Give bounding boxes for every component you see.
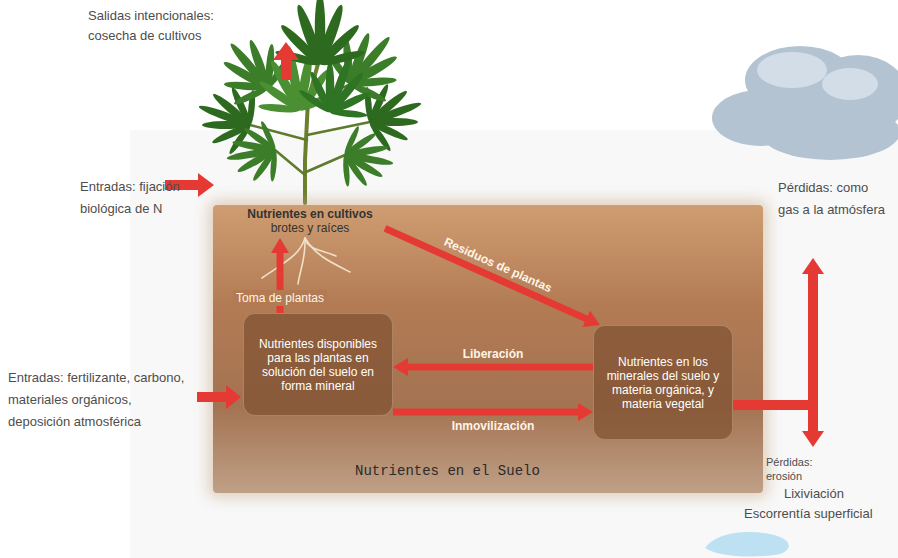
arrow-shaft bbox=[405, 364, 593, 371]
annotation-label: Entradas: fertilizante, carbono, materia… bbox=[8, 367, 193, 433]
crop-heading: Nutrientes en cultivos bbox=[247, 207, 372, 221]
plant-leaves bbox=[187, 0, 433, 194]
plant-roots bbox=[262, 238, 350, 284]
arrow-shaft bbox=[385, 228, 589, 320]
crop-nutrients: Nutrientes en cultivosbrotes y raíces bbox=[235, 206, 385, 238]
crop-subtitle: brotes y raíces bbox=[271, 221, 350, 235]
arrow-head bbox=[393, 358, 408, 376]
pool-text: Nutrientes en los minerales del suelo y … bbox=[600, 355, 726, 411]
input-arrow bbox=[197, 385, 241, 409]
backdrop-panel bbox=[130, 130, 898, 558]
nutrient-pool-box: Nutrientes disponibles para las plantas … bbox=[243, 313, 393, 416]
nutrient-pool-box: Nutrientes en los minerales del suelo y … bbox=[593, 325, 733, 440]
annotation-label: Escorrentía superficial bbox=[744, 505, 894, 523]
annotation-label: Pérdidas: erosión bbox=[766, 455, 828, 483]
water-puddle bbox=[705, 532, 789, 557]
annotation-label: Pérdidas: como gas a la atmósfera bbox=[778, 177, 886, 221]
flow-label: Inmovilización bbox=[452, 419, 535, 433]
annotation-label: Lixiviación bbox=[784, 485, 884, 503]
flow-label: Toma de plantas bbox=[233, 290, 327, 306]
arrow-head bbox=[578, 403, 593, 421]
arrow-head bbox=[583, 311, 600, 327]
flow-arrow bbox=[393, 403, 593, 421]
cloud bbox=[712, 46, 898, 160]
arrow-head bbox=[271, 238, 289, 253]
pool-text: Nutrientes disponibles para las plantas … bbox=[250, 337, 386, 393]
output-arrow bbox=[273, 42, 299, 80]
soil-title: Nutrientes en el Suelo bbox=[355, 463, 540, 480]
arrow-shaft bbox=[393, 409, 581, 416]
flow-label: Residuos de plantas bbox=[442, 235, 554, 296]
flow-label: Liberación bbox=[463, 347, 524, 361]
annotation-label: Salidas intencionales: cosecha de cultiv… bbox=[88, 6, 238, 46]
flow-arrow bbox=[385, 228, 600, 327]
annotation-label: Entradas: fijación biológica de N bbox=[80, 176, 180, 220]
loss-arrow bbox=[733, 258, 824, 447]
